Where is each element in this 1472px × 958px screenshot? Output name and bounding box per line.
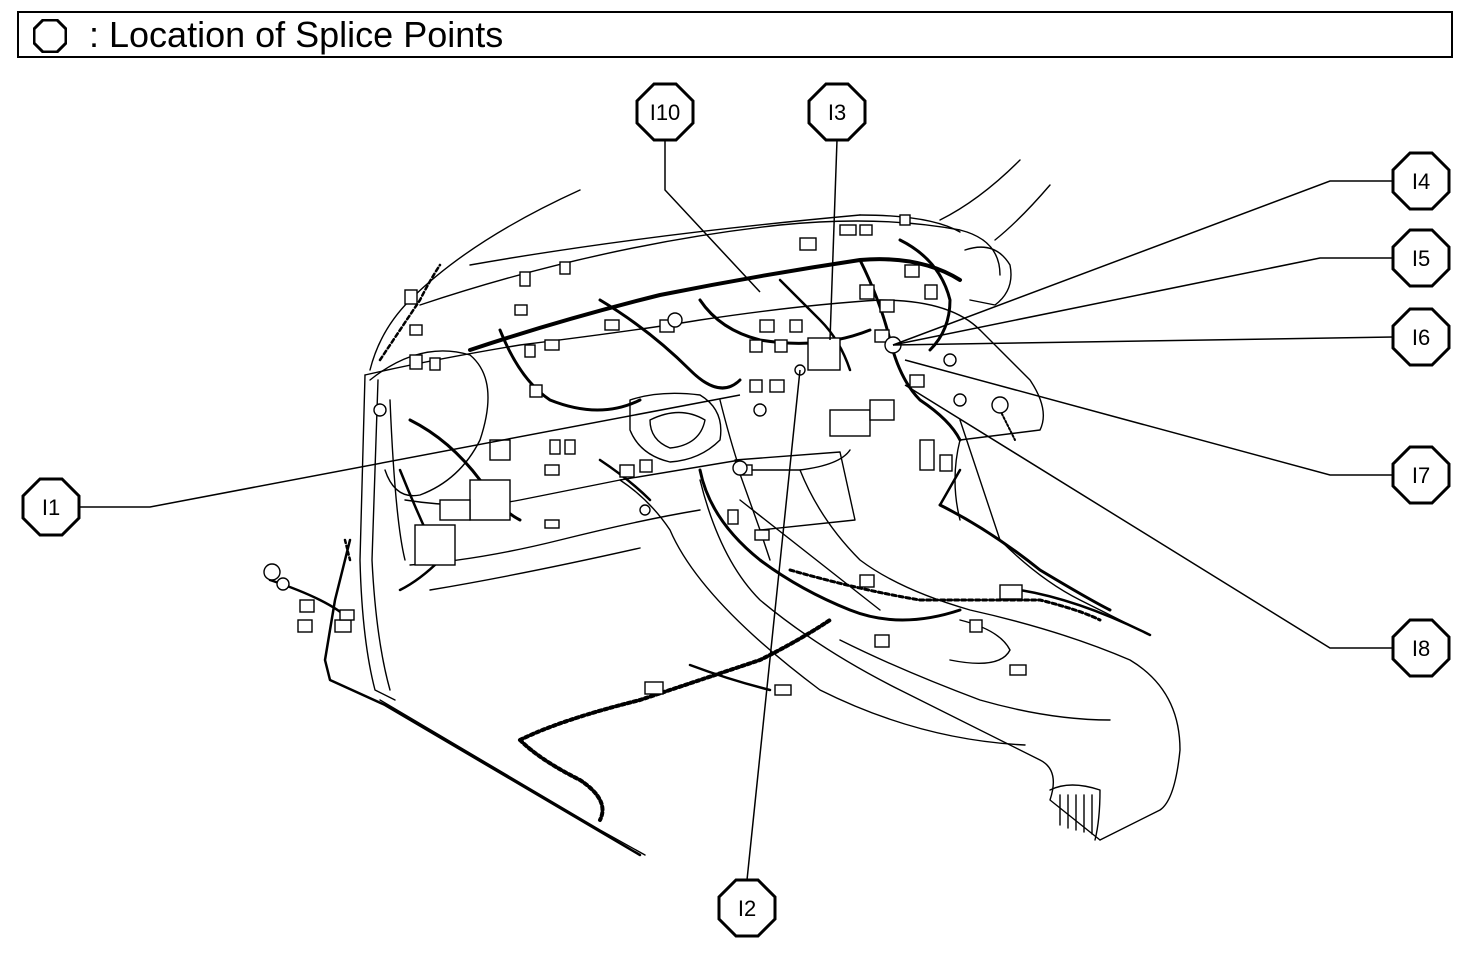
leader-I2 bbox=[746, 369, 801, 881]
callout-label: I10 bbox=[650, 100, 681, 125]
dashboard-outline bbox=[359, 159, 1181, 856]
callout-I10: I10 bbox=[635, 82, 695, 142]
callout-label: I2 bbox=[738, 896, 756, 921]
leader-I7 bbox=[904, 359, 1393, 476]
legend-box: : Location of Splice Points bbox=[17, 11, 1453, 58]
wire-harness bbox=[268, 238, 1152, 857]
leader-I3 bbox=[829, 139, 838, 341]
octagon-icon bbox=[1391, 228, 1451, 288]
octagon-icon bbox=[33, 19, 67, 53]
callout-I5: I5 bbox=[1391, 228, 1451, 288]
octagon-icon bbox=[1391, 151, 1451, 211]
callout-label: I8 bbox=[1412, 636, 1430, 661]
octagon-icon bbox=[635, 82, 695, 142]
octagon-icon bbox=[717, 878, 777, 938]
callout-I6: I6 bbox=[1391, 307, 1451, 367]
callout-I1: I1 bbox=[21, 477, 81, 537]
leader-I6 bbox=[892, 336, 1394, 346]
octagon-icon bbox=[21, 477, 81, 537]
legend-title: : Location of Splice Points bbox=[89, 14, 504, 55]
callout-label: I3 bbox=[828, 100, 846, 125]
leader-lines bbox=[80, 139, 1394, 881]
callout-label: I1 bbox=[42, 495, 60, 520]
callout-label: I7 bbox=[1412, 463, 1430, 488]
leader-I8 bbox=[904, 384, 1393, 649]
octagon-icon bbox=[1391, 307, 1451, 367]
octagon-icon bbox=[807, 82, 867, 142]
octagon-icon bbox=[1391, 618, 1451, 678]
splice-callouts: I1 I2 I3 I4 I5 I6 I7 I8 bbox=[21, 82, 1451, 938]
octagon-icon bbox=[1391, 445, 1451, 505]
callout-I4: I4 bbox=[1391, 151, 1451, 211]
callout-label: I5 bbox=[1412, 246, 1430, 271]
callout-I3: I3 bbox=[807, 82, 867, 142]
leader-I10 bbox=[664, 140, 761, 293]
callout-label: I4 bbox=[1412, 169, 1430, 194]
leader-I1 bbox=[80, 394, 741, 508]
leader-I4 bbox=[892, 180, 1393, 346]
leader-I5 bbox=[892, 257, 1393, 346]
callout-I8: I8 bbox=[1391, 618, 1451, 678]
connectors bbox=[263, 214, 1027, 696]
callout-I7: I7 bbox=[1391, 445, 1451, 505]
callout-I2: I2 bbox=[717, 878, 777, 938]
callout-label: I6 bbox=[1412, 325, 1430, 350]
